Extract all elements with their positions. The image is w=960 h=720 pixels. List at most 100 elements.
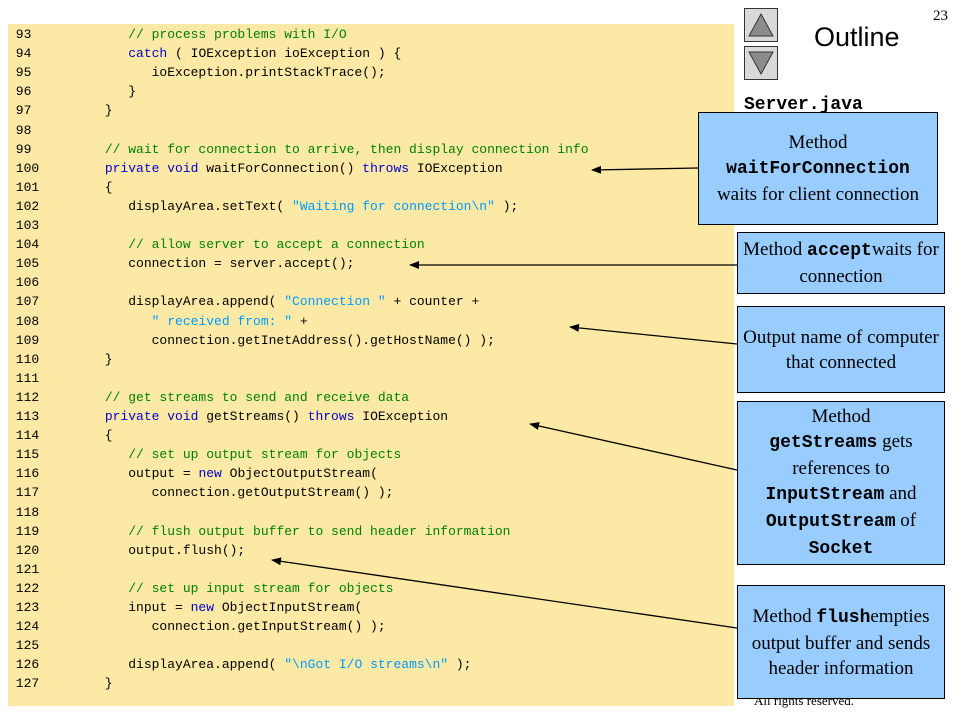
code-line: 126 displayArea.append( "\nGot I/O strea… [8,655,472,674]
page-number: 23 [933,8,948,24]
code-token [58,524,128,539]
callout-code-term: flush [816,607,871,628]
callout-text: Output name of computer that connected [743,326,939,373]
line-number: 97 [8,103,32,119]
line-number: 111 [8,370,40,386]
line-number: 124 [8,619,40,635]
code-line: 119 // flush output buffer to send heade… [8,522,511,541]
previous-slide-button[interactable] [744,8,778,42]
next-slide-button[interactable] [744,46,778,80]
code-token [58,161,105,176]
line-number: 125 [8,638,40,654]
code-line: 115 // set up output stream for objects [8,445,401,464]
code-token: displayArea.append( [58,657,285,673]
line-number: 101 [8,179,40,195]
line-number: 126 [8,657,40,673]
code-token: private void [104,409,199,424]
code-line: 124 connection.getInputStream() ); [8,617,386,636]
code-token: "\nGot I/O streams\n" [284,657,449,673]
code-token: displayArea.append( [58,294,285,310]
code-token: "Waiting for connection\n" [292,198,495,214]
code-token: ioException.printStackTrace(); [58,65,386,81]
code-line: 127 } [8,674,113,693]
code-token: { [58,179,113,195]
code-listing: 93 // process problems with I/O 94 catch… [8,24,734,706]
code-line: 117 connection.getOutputStream() ); [8,483,394,502]
code-line: 97 } [8,101,113,120]
code-token: ( IOException ioException ) { [167,46,402,62]
line-number: 95 [8,65,32,81]
callout-line: waits for client connection [703,182,933,207]
code-token: IOException [354,409,449,424]
line-number: 105 [8,256,40,272]
triangle-down-icon [748,51,774,76]
outline-title[interactable]: Outline [814,22,900,52]
code-token: connection.getInetAddress().getHostName(… [58,332,495,348]
code-token [58,237,128,252]
code-token [58,314,152,329]
code-line: 111 [8,369,58,388]
code-line: 121 [8,560,58,579]
callout-line: Output name of computer that connected [742,325,940,375]
callout-line: getStreams gets [742,429,940,456]
code-token [58,409,105,424]
code-line: 100 private void waitForConnection() thr… [8,159,503,178]
code-token: IOException [409,160,503,176]
line-number: 99 [8,141,32,157]
code-token: "Connection " [284,294,386,310]
callout-code-term: getStreams [769,433,878,453]
callout-text: and [884,483,917,504]
code-line: 103 [8,216,58,235]
code-token: new [198,466,222,482]
code-token: + counter + [385,294,480,310]
code-line: 118 [8,503,58,522]
code-token: // set up output stream for objects [128,447,402,463]
code-line: 112 // get streams to send and receive d… [8,388,409,407]
code-token: catch [128,46,168,62]
line-number: 122 [8,580,40,596]
callout-line: InputStream and [742,481,940,508]
code-line: 95 ioException.printStackTrace(); [8,63,386,82]
code-line: 93 // process problems with I/O [8,25,347,44]
callout-text: Method [811,406,871,427]
code-line: 116 output = new ObjectOutputStream( [8,464,378,483]
callout-output-name: Output name of computer that connected [737,306,945,393]
line-number: 94 [8,46,32,62]
triangle-up-icon [748,12,774,37]
code-line: 102 displayArea.setText( "Waiting for co… [8,197,519,216]
line-number: 106 [8,275,40,291]
code-token [58,46,128,61]
callout-accept: Method acceptwaits for connection [737,232,945,294]
line-number: 127 [8,676,40,692]
code-token: connection.getInputStream() ); [58,619,386,635]
callout-line: references to [742,456,940,481]
line-number: 103 [8,218,40,233]
callout-code-term: waitForConnection [726,159,910,179]
code-token: ); [448,657,472,673]
line-number: 107 [8,294,40,310]
callout-flush: Method flushempties output buffer and se… [737,585,945,699]
code-line: 120 output.flush(); [8,541,245,560]
code-line: 98 [8,121,58,140]
code-line: 113 private void getStreams() throws IOE… [8,407,448,426]
code-token: input = [58,600,191,615]
code-token: output.flush(); [58,542,246,558]
line-number: 119 [8,523,40,539]
code-line: 114 { [8,426,113,445]
code-token: ); [494,198,519,214]
code-token: throws [362,160,410,176]
callout-text: Method [743,239,808,260]
code-token: } [58,103,113,119]
code-token: { [58,428,113,444]
code-token: ObjectOutputStream( [221,466,378,482]
code-token: // get streams to send and receive data [104,389,410,405]
callout-text: waits for connection [799,239,939,287]
callout-text: empties output buffer and sends header i… [751,605,931,679]
callout-text: of [895,510,917,531]
callout-line: OutputStream of [742,508,940,535]
callout-line: Method acceptwaits for connection [742,237,940,289]
line-number: 116 [8,466,40,482]
code-token [58,390,105,405]
